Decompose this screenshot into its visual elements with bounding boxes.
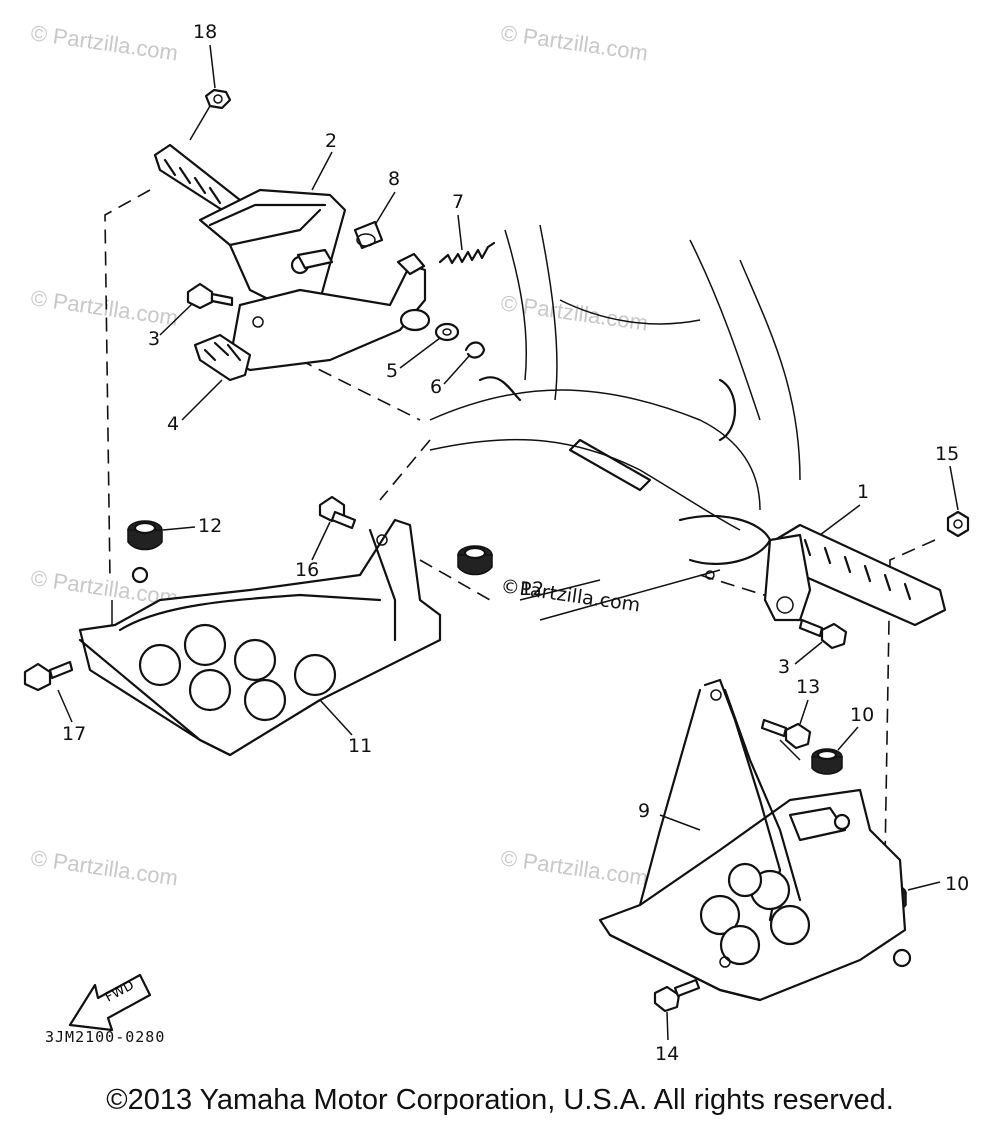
callout-3: 3 bbox=[778, 656, 790, 678]
part-10-grommet bbox=[811, 748, 843, 775]
callout-10: 10 bbox=[850, 704, 874, 726]
callout-12: 12 bbox=[520, 578, 544, 600]
part-4-brake-pedal bbox=[193, 252, 431, 382]
callout-1: 1 bbox=[857, 481, 869, 503]
fwd-arrow-icon: FWD bbox=[68, 973, 152, 1032]
part-1-right-footrest bbox=[705, 523, 947, 627]
callout-3: 3 bbox=[148, 328, 160, 350]
part-12-grommet bbox=[127, 520, 163, 551]
part-3-bolt bbox=[186, 282, 234, 310]
callout-12: 12 bbox=[198, 515, 222, 537]
part-5-washer bbox=[434, 322, 460, 342]
callout-9: 9 bbox=[638, 800, 650, 822]
callout-11: 11 bbox=[348, 735, 372, 757]
copyright-notice: ©2013 Yamaha Motor Corporation, U.S.A. A… bbox=[106, 1084, 894, 1116]
part-15-nut bbox=[946, 510, 970, 538]
callout-2: 2 bbox=[325, 130, 337, 152]
part-18-nut bbox=[189, 88, 232, 141]
part-16-bolt bbox=[318, 495, 357, 530]
callout-13: 13 bbox=[796, 676, 820, 698]
callout-4: 4 bbox=[167, 413, 179, 435]
part-17-bolt bbox=[23, 660, 74, 692]
watermark: © Partzilla.com bbox=[29, 285, 179, 330]
callout-10: 10 bbox=[945, 873, 969, 895]
part-7-spring bbox=[438, 241, 496, 265]
part-3-bolt bbox=[798, 618, 848, 650]
callout-17: 17 bbox=[62, 723, 86, 745]
part-2-left-footrest bbox=[153, 143, 347, 312]
frame-outline bbox=[429, 224, 801, 565]
diagram-code: 3JM2100-0280 bbox=[45, 1028, 165, 1046]
part-14-bolt bbox=[653, 978, 701, 1013]
watermark-layer: © Partzilla.com © Partzilla.com © Partzi… bbox=[29, 20, 649, 890]
parts-diagram: © Partzilla.com © Partzilla.com © Partzi… bbox=[23, 20, 970, 1065]
callout-8: 8 bbox=[388, 168, 400, 190]
watermark: © Partzilla.com bbox=[499, 845, 649, 890]
callout-7: 7 bbox=[452, 191, 464, 213]
part-13-bolt bbox=[760, 718, 812, 750]
inline-watermark: ©Partzilla.com bbox=[499, 575, 641, 616]
part-9-right-bracket bbox=[598, 678, 912, 1002]
part-11-left-bracket bbox=[78, 518, 442, 757]
callout-16: 16 bbox=[295, 559, 319, 581]
callout-14: 14 bbox=[655, 1043, 679, 1065]
callout-15: 15 bbox=[935, 443, 959, 465]
callout-18: 18 bbox=[193, 21, 217, 43]
part-6-cotter-pin bbox=[464, 341, 486, 359]
watermark: © Partzilla.com bbox=[29, 20, 179, 65]
part-12-grommet bbox=[457, 545, 493, 576]
callout-6: 6 bbox=[430, 376, 442, 398]
watermark: © Partzilla.com bbox=[499, 20, 649, 65]
callout-5: 5 bbox=[386, 360, 398, 382]
part-8-collar bbox=[353, 220, 384, 250]
watermark: © Partzilla.com bbox=[29, 845, 179, 890]
